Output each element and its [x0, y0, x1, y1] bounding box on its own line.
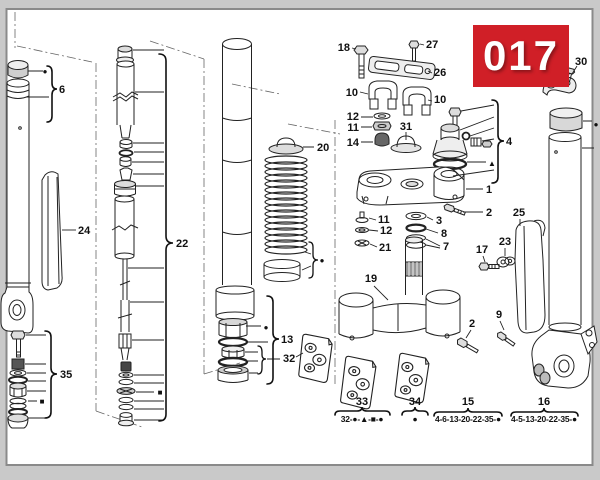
part-label-31: 31 [400, 121, 412, 133]
dot-marker: ● [320, 256, 325, 265]
fork-protector-25 [514, 219, 546, 334]
part-label-9: 9 [496, 309, 502, 321]
part-label-18: 18 [338, 42, 350, 54]
part-label-30: 30 [575, 56, 587, 68]
part-label-19: 19 [365, 273, 377, 285]
sticker-sheet-34 [394, 352, 430, 404]
sticker-sheet-33 [340, 355, 377, 410]
page-code: 017 [482, 32, 560, 79]
part-label-4: 4 [506, 136, 513, 148]
part-label-17: 17 [476, 244, 488, 256]
part-label-22: 22 [176, 238, 188, 250]
footnotes: 32-●-▲-■-● ● 4-6-13-20-22-35-● 4-5-13-20… [341, 414, 578, 424]
inner-fork-tube [215, 38, 255, 321]
handlebar-clamp-right [402, 86, 432, 116]
damper-cartridge-22 [111, 45, 139, 427]
fork-spring-group [263, 137, 308, 282]
part-label-11-mid: 11 [378, 214, 390, 226]
callout-labels: 6 24 22 35 20 13 32 18 27 26 10 10 12 11… [59, 39, 587, 408]
triangle-marker: ▲ [488, 159, 496, 168]
sticker-sheet-32 [298, 333, 333, 383]
left-fork-leg [0, 60, 34, 334]
steering-washers-group [354, 203, 466, 249]
part-label-35: 35 [60, 369, 72, 381]
part-label-20: 20 [317, 142, 329, 154]
variant-markers: ● ● ● ● ▲ ■ ■ [40, 67, 599, 406]
part-label-2-top: 2 [486, 207, 492, 219]
part-label-3: 3 [436, 215, 442, 227]
part-label-10-left: 10 [346, 87, 358, 99]
part-label-7: 7 [443, 241, 449, 253]
footnote-15: 4-6-13-20-22-35-● [435, 414, 501, 424]
footnote-34: ● [413, 414, 418, 424]
right-side-hardware [456, 256, 516, 354]
part-label-12-top: 12 [347, 111, 359, 123]
fork-spring-coil [264, 155, 308, 255]
part-label-16: 16 [538, 396, 550, 408]
dot-marker: ● [594, 120, 599, 129]
seal-kit-35 [7, 330, 29, 429]
part-label-25: 25 [513, 207, 525, 219]
leader-lines [25, 43, 594, 421]
part-label-23: 23 [499, 236, 511, 248]
sticker-sheets [298, 333, 430, 410]
seal-stack-13 [217, 318, 249, 383]
right-fork-leg [531, 107, 598, 389]
part-label-1: 1 [486, 184, 492, 196]
part-label-15: 15 [462, 396, 474, 408]
part-label-33: 33 [356, 396, 368, 408]
part-label-13: 13 [281, 334, 293, 346]
part-label-2-bottom: 2 [469, 318, 475, 330]
part-label-21: 21 [379, 242, 391, 254]
part-label-14: 14 [347, 137, 360, 149]
part-label-26: 26 [434, 67, 446, 79]
part-label-8: 8 [441, 228, 447, 240]
part-label-34: 34 [409, 396, 422, 408]
handlebar-clamp-left [368, 80, 398, 110]
part-label-10-right: 10 [434, 94, 446, 106]
part-label-27: 27 [426, 39, 438, 51]
part-label-12-mid: 12 [380, 225, 392, 237]
upper-triple-clamp-1 [356, 166, 465, 206]
part-label-32: 32 [283, 353, 295, 365]
handlebar-mount-group [353, 40, 436, 153]
dot-marker: ● [43, 67, 48, 76]
part-label-11-top: 11 [347, 122, 359, 134]
square-marker: ■ [158, 388, 163, 397]
square-marker: ■ [40, 397, 45, 406]
lower-triple-clamp-19 [338, 236, 461, 341]
page-code-badge: 017 [473, 25, 569, 87]
callout-braces [44, 53, 579, 422]
part-label-6: 6 [59, 84, 65, 96]
fork-protector-24 [41, 171, 63, 291]
dot-marker: ● [264, 323, 269, 332]
footnote-33: 32-●-▲-■-● [341, 414, 384, 424]
footnote-16: 4-5-13-20-22-35-● [511, 414, 577, 424]
part-label-24: 24 [78, 225, 91, 237]
